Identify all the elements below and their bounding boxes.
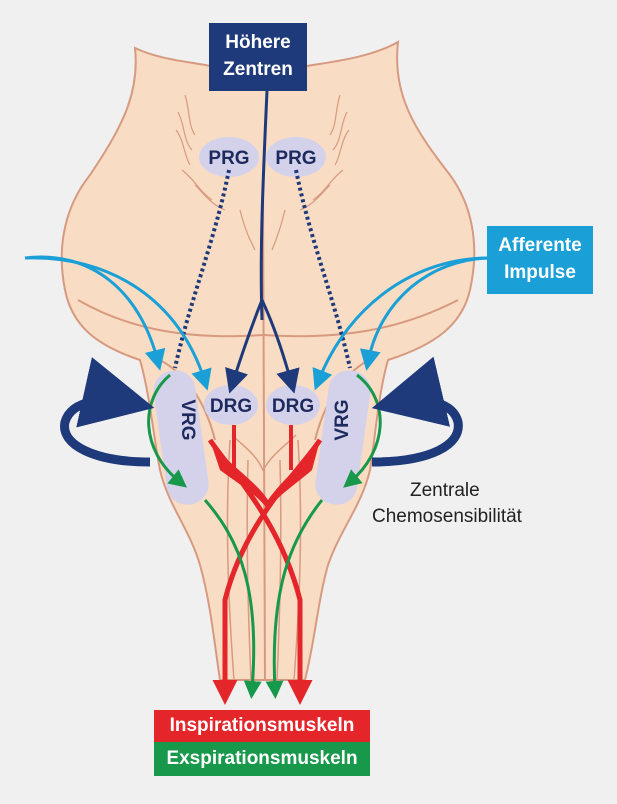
prg-dotted-connections <box>173 169 352 369</box>
chemosensitivity-arrows <box>60 356 463 467</box>
afferent-line-2: Impulse <box>504 262 576 283</box>
afferent-pathways <box>24 255 489 391</box>
vrg-right-label: VRG <box>332 399 353 440</box>
drg-right-label: DRG <box>272 396 314 417</box>
inspiratory-muscles-box: Inspirationsmuskeln <box>154 710 370 742</box>
drg-right-nucleus <box>266 385 320 425</box>
higher-centers-pathway <box>225 90 300 394</box>
prg-left-label: PRG <box>208 148 249 169</box>
prg-right-nucleus <box>266 137 326 177</box>
afferent-line-1: Afferente <box>498 235 582 256</box>
chemo-line-1: Zentrale <box>410 480 480 501</box>
expiratory-muscles-box: Exspirationsmuskeln <box>154 742 370 776</box>
higher-centers-line-1: Höhere <box>225 32 291 53</box>
central-chemosensitivity-label: Zentrale Chemosensibilität <box>372 478 572 530</box>
higher-centers-line-2: Zentren <box>223 59 293 80</box>
afferent-impulses-box: Afferente Impulse <box>487 226 593 294</box>
chemo-line-2: Chemosensibilität <box>372 506 522 527</box>
drg-left-label: DRG <box>210 396 252 417</box>
prg-left-nucleus <box>199 137 259 177</box>
higher-centers-box: Höhere Zentren <box>209 23 307 91</box>
prg-right-label: PRG <box>275 148 316 169</box>
vrg-left-label: VRG <box>177 399 198 440</box>
inspiratory-pathways <box>207 425 323 705</box>
brainstem-outline <box>60 40 476 681</box>
drg-left-nucleus <box>204 385 258 425</box>
